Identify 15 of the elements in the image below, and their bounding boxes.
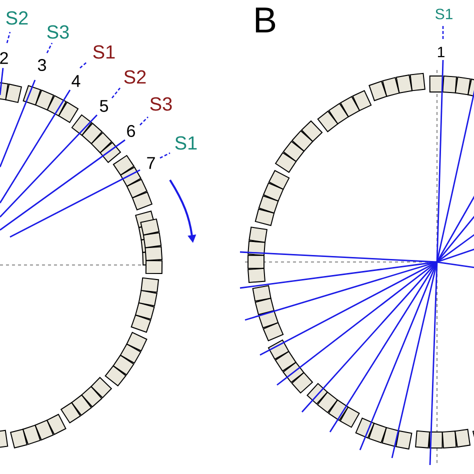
station-label: S2 — [124, 70, 146, 84]
blade-number: 5 — [100, 100, 108, 112]
blade-number: 1 — [438, 46, 444, 58]
blade-number: 4 — [72, 75, 80, 87]
blade-number: 2 — [0, 52, 8, 64]
blade-number: 6 — [127, 124, 135, 138]
blade-number: 3 — [38, 58, 46, 72]
station-label: S1 — [436, 8, 452, 20]
station-label: S2 — [6, 11, 28, 25]
station-label: S1 — [93, 45, 115, 59]
station-label: S3 — [47, 25, 69, 39]
station-label: S1 — [175, 136, 197, 150]
station-label: S3 — [150, 97, 172, 111]
blade-number: 7 — [147, 157, 155, 169]
panel-letter: B — [256, 8, 276, 32]
